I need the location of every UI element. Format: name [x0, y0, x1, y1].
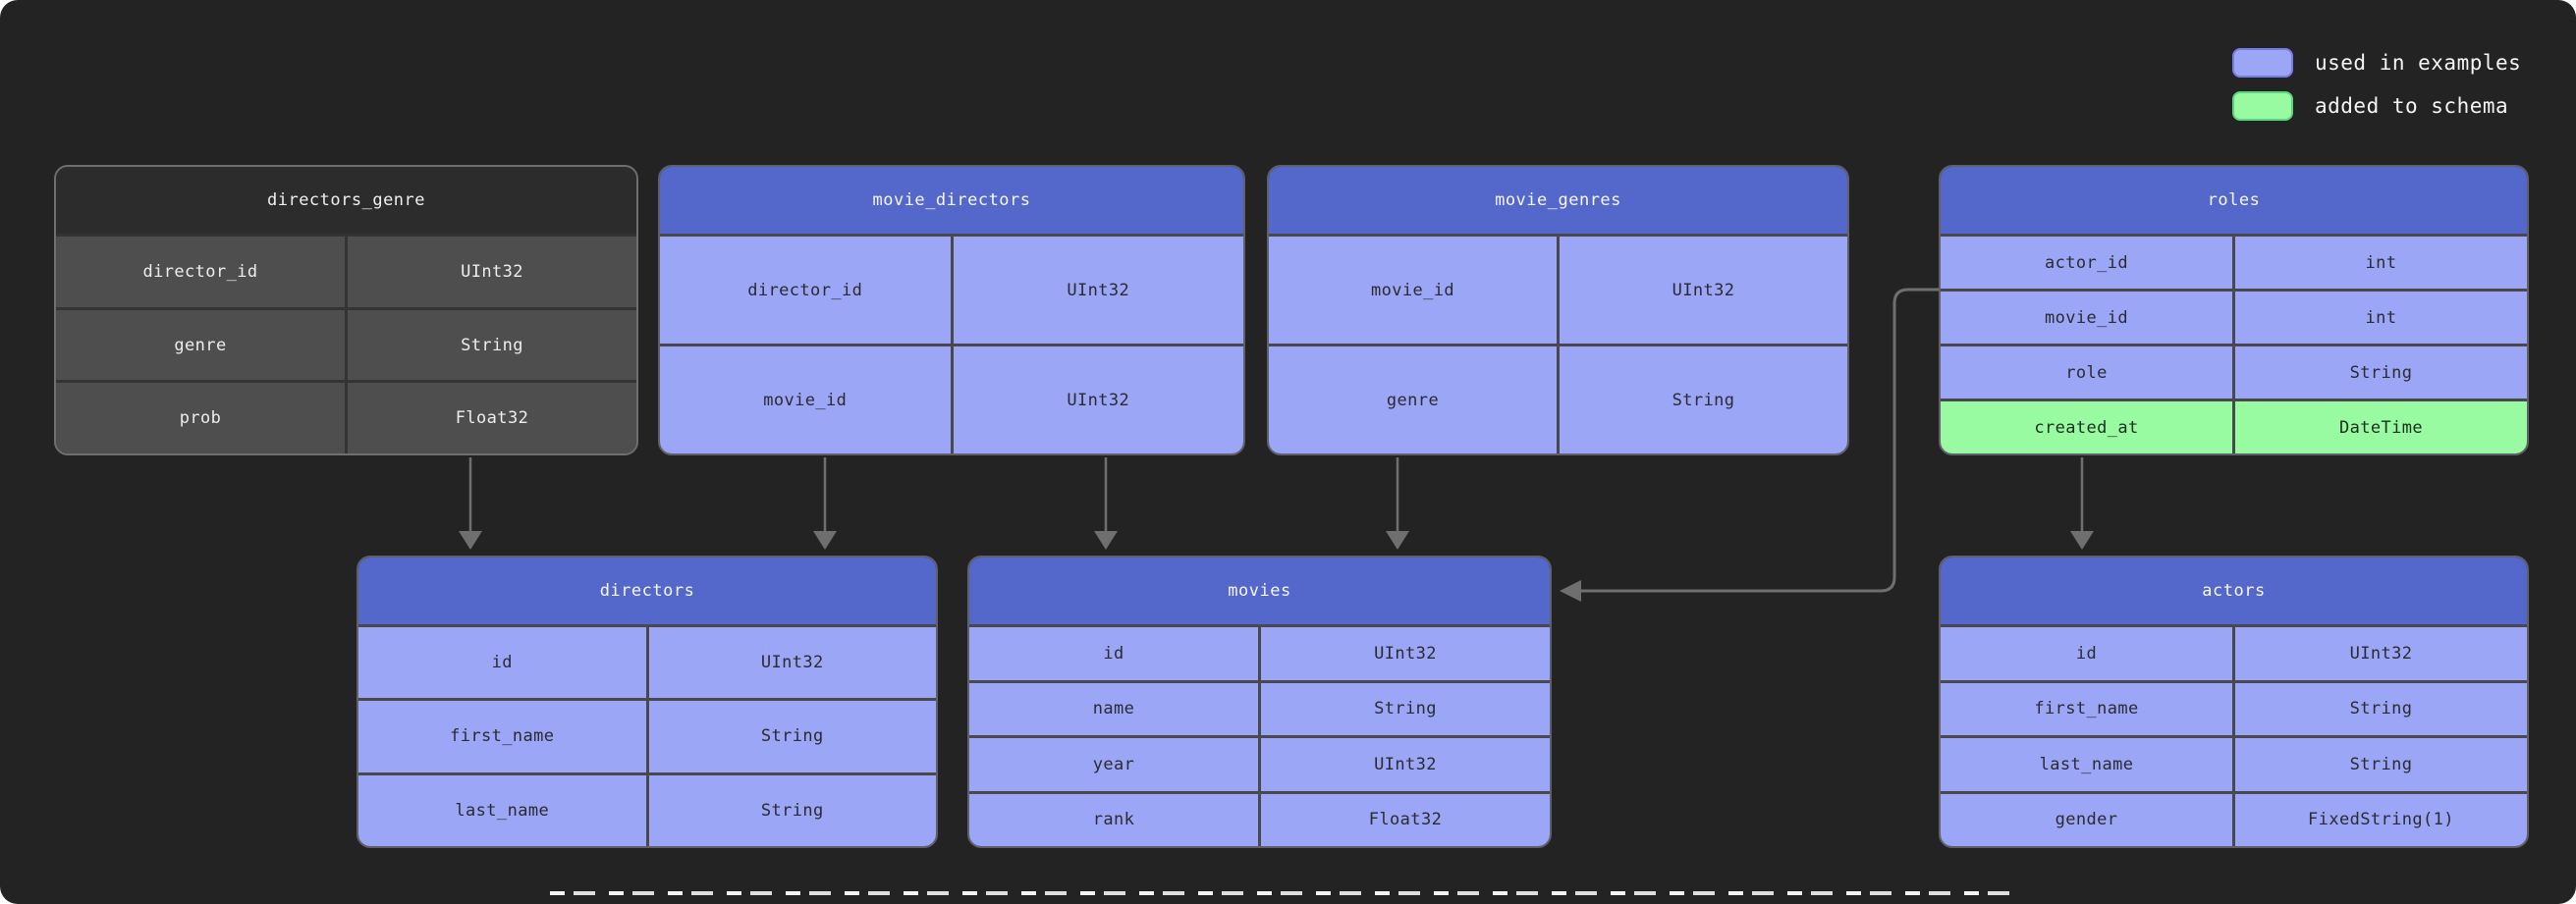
field-type-cell: String: [2232, 738, 2527, 791]
table-title: movies: [969, 558, 1550, 624]
table-movie-genres: movie_genres movie_id UInt32 genre Strin…: [1267, 165, 1849, 455]
clipped-text-artifact: [550, 891, 2023, 895]
table-row: prob Float32: [56, 380, 636, 453]
field-name-cell: movie_id: [763, 390, 848, 410]
table-row: movie_id UInt32: [660, 344, 1243, 453]
table-directors: directors id UInt32 first_name String la…: [356, 556, 938, 848]
table-movie-directors: movie_directors director_id UInt32 movie…: [658, 165, 1245, 455]
table-actors: actors id UInt32 first_name String last_…: [1939, 556, 2529, 848]
field-name-cell: id: [2075, 643, 2098, 664]
field-type-cell: String: [645, 701, 937, 772]
table-row: role String: [1941, 344, 2527, 399]
table-row: year UInt32: [969, 735, 1550, 791]
field-name-cell: year: [1092, 754, 1135, 774]
table-row: movie_id int: [1941, 289, 2527, 344]
legend-item-used-in-examples: used in examples: [2232, 48, 2521, 78]
field-type-cell: UInt32: [345, 237, 636, 307]
table-title: roles: [1941, 167, 2527, 234]
field-name-cell: created_at: [2034, 417, 2139, 438]
field-type-cell: String: [2232, 346, 2527, 399]
field-name-cell: director_id: [142, 261, 258, 282]
field-type-cell: UInt32: [950, 346, 1244, 453]
table-row: actor_id int: [1941, 234, 2527, 289]
table-title: actors: [1941, 558, 2527, 624]
table-movies: movies id UInt32 name String year UInt32…: [967, 556, 1552, 848]
arrowhead-down-icon: [813, 531, 837, 550]
field-type-cell: int: [2232, 237, 2527, 289]
field-type-cell: String: [1258, 682, 1550, 735]
table-row: genre String: [56, 306, 636, 381]
field-name-cell: id: [1103, 643, 1124, 664]
field-type-cell: String: [1557, 346, 1847, 453]
field-type-cell: FixedString(1): [2232, 793, 2527, 846]
field-name-cell: rank: [1092, 810, 1135, 830]
field-type-cell: UInt32: [1258, 627, 1550, 680]
field-name-cell: movie_id: [1370, 280, 1455, 300]
field-name-cell: genre: [174, 335, 227, 355]
table-row: last_name String: [358, 771, 937, 846]
legend-label: used in examples: [2315, 51, 2522, 75]
legend: used in examples added to schema: [2232, 48, 2521, 121]
arrowhead-down-icon: [459, 531, 482, 550]
table-row: first_name String: [358, 698, 937, 772]
legend-swatch-green: [2232, 91, 2293, 121]
table-title: movie_genres: [1269, 167, 1847, 234]
field-type-cell: Float32: [1258, 793, 1550, 846]
table-row: name String: [969, 679, 1550, 735]
field-type-cell: String: [345, 309, 636, 381]
table-row: movie_id UInt32: [1269, 234, 1847, 344]
field-name-cell: prob: [179, 408, 222, 429]
field-type-cell: int: [2232, 292, 2527, 344]
field-name-cell: genre: [1386, 390, 1440, 410]
table-row-added-to-schema: created_at DateTime: [1941, 399, 2527, 453]
field-type-cell: Float32: [345, 383, 636, 453]
field-name-cell: actor_id: [2044, 252, 2129, 273]
table-title: movie_directors: [660, 167, 1243, 234]
field-type-cell: UInt32: [645, 627, 937, 699]
field-name-cell: movie_id: [2044, 307, 2129, 328]
field-type-cell: String: [2232, 682, 2527, 735]
table-row: director_id UInt32: [660, 234, 1243, 344]
legend-label: added to schema: [2315, 94, 2509, 118]
field-type-cell: UInt32: [1258, 738, 1550, 791]
field-type-cell: DateTime: [2232, 401, 2527, 453]
table-row: first_name String: [1941, 679, 2527, 735]
table-directors-genre: directors_genre director_id UInt32 genre…: [54, 165, 638, 455]
field-name-cell: last_name: [455, 800, 550, 821]
table-row: director_id UInt32: [56, 234, 636, 307]
table-row: genre String: [1269, 344, 1847, 453]
table-row: id UInt32: [1941, 624, 2527, 680]
table-roles: roles actor_id int movie_id int role Str…: [1939, 165, 2529, 455]
field-type-cell: UInt32: [950, 237, 1244, 344]
field-type-cell: String: [645, 774, 937, 846]
arrowhead-down-icon: [1094, 531, 1118, 550]
field-name-cell: id: [491, 653, 513, 673]
table-title: directors: [358, 558, 936, 624]
field-name-cell: first_name: [450, 726, 555, 747]
field-name-cell: role: [2065, 362, 2108, 383]
field-name-cell: last_name: [2039, 754, 2134, 774]
field-name-cell: name: [1092, 699, 1135, 719]
legend-swatch-blue: [2232, 48, 2293, 78]
table-row: gender FixedString(1): [1941, 790, 2527, 846]
field-name-cell: gender: [2055, 810, 2118, 830]
field-name-cell: first_name: [2034, 699, 2139, 719]
table-row: id UInt32: [969, 624, 1550, 680]
field-type-cell: UInt32: [2232, 627, 2527, 680]
table-row: rank Float32: [969, 790, 1550, 846]
table-title: directors_genre: [56, 167, 636, 234]
table-row: id UInt32: [358, 624, 937, 699]
field-type-cell: UInt32: [1557, 237, 1847, 344]
arrowhead-down-icon: [1386, 531, 1409, 550]
arrowhead-down-icon: [2070, 531, 2094, 550]
legend-item-added-to-schema: added to schema: [2232, 91, 2521, 121]
field-name-cell: director_id: [747, 280, 863, 300]
table-row: last_name String: [1941, 735, 2527, 791]
arrowhead-left-icon: [1560, 580, 1581, 602]
